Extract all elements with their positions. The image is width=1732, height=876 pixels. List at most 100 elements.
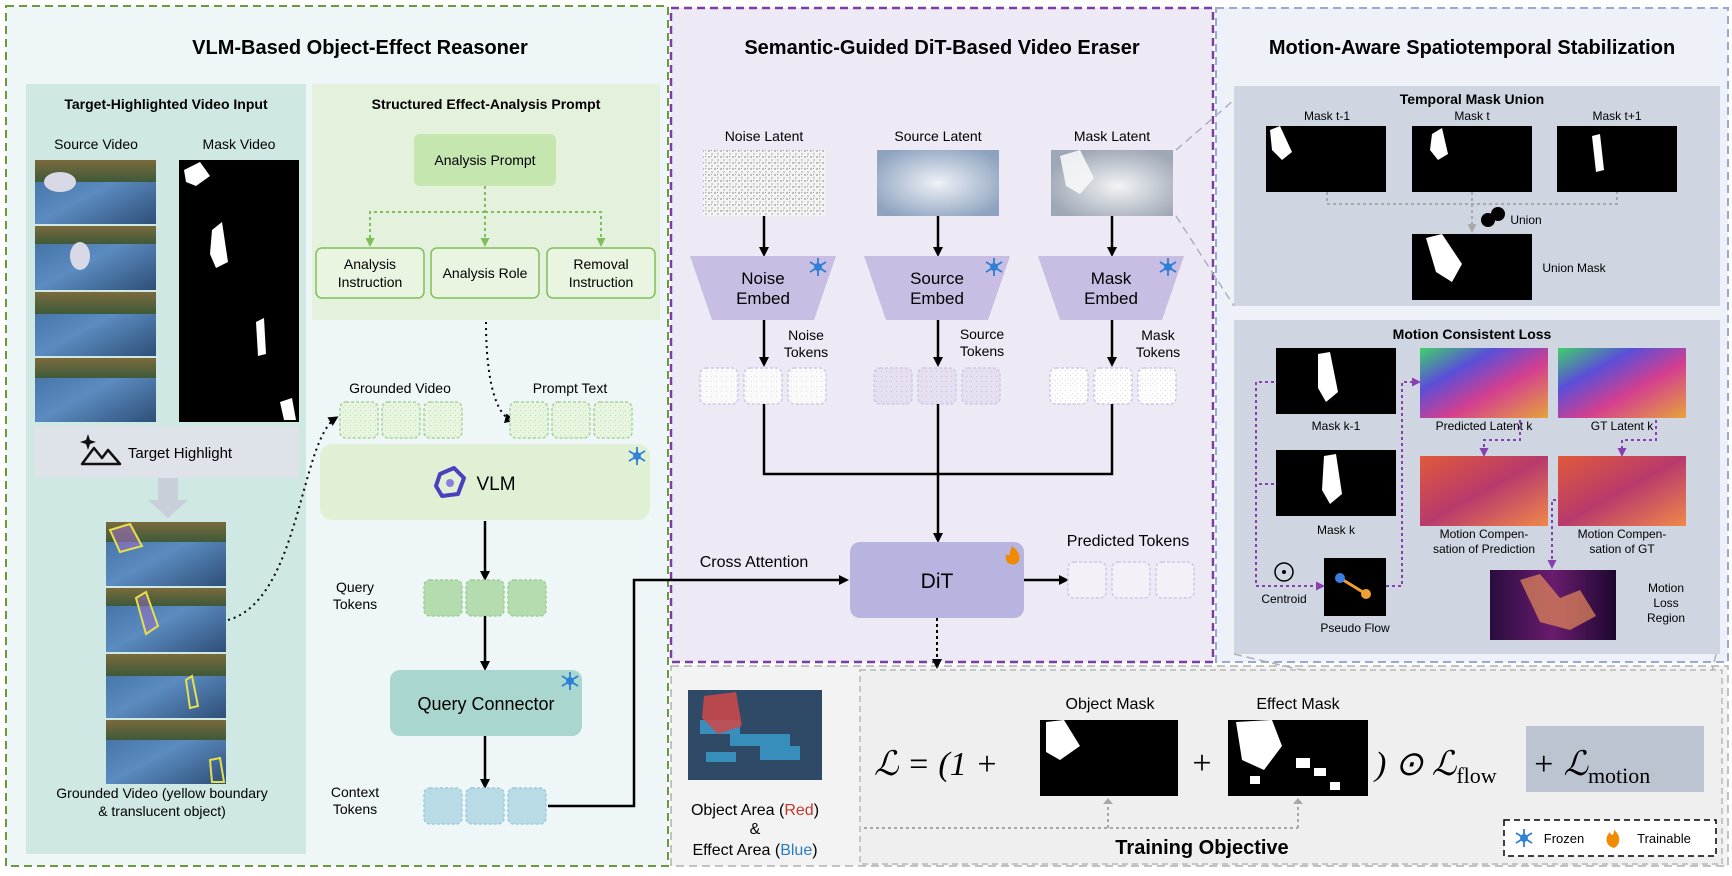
comp-to-region-arrow — [1547, 499, 1557, 569]
source-video-label: Source Video — [54, 136, 138, 152]
analysis-prompt-label: Analysis Prompt — [434, 152, 535, 168]
source-tokens-line1: Source — [960, 326, 1005, 342]
analysis-instruction-box — [315, 247, 425, 299]
grounded-caption-line1: Grounded Video (yellow boundary — [56, 785, 267, 801]
temporal-union-title: Temporal Mask Union — [1400, 91, 1544, 107]
area-to-mask-lines — [864, 800, 1299, 829]
prompt-tree-arrows — [365, 186, 606, 247]
target-highlight-bar — [35, 426, 299, 478]
mask-tokens-line2: Tokens — [1136, 344, 1180, 360]
union-label: Union — [1510, 213, 1541, 227]
gt-latent-label: GT Latent k — [1591, 419, 1654, 433]
object-mask-label: Object Mask — [1066, 696, 1156, 713]
noise-tokens-line2: Tokens — [784, 344, 828, 360]
fire-icon — [1005, 546, 1020, 565]
predicted-latent-image — [1420, 348, 1548, 418]
snowflake-icon — [985, 258, 1003, 276]
grounded-video-tokens-label: Grounded Video — [349, 380, 451, 396]
source-embed-line1: Source — [910, 269, 964, 288]
grounded-caption-line2: & translucent object) — [98, 803, 226, 819]
loss-motion-part: + ℒmotion — [1532, 746, 1650, 788]
query-tokens-line2: Tokens — [333, 596, 377, 612]
mask-to-centroid-lines — [1255, 381, 1322, 586]
predicted-latent-label: Predicted Latent k — [1436, 419, 1534, 433]
mask-km1-image — [1276, 348, 1396, 414]
legend-frozen-label: Frozen — [1544, 831, 1584, 846]
context-to-dit-arrow — [548, 575, 849, 808]
analysis-instruction-line2: Instruction — [338, 274, 403, 290]
right-panel-title: Motion-Aware Spatiotemporal Stabilizatio… — [1269, 37, 1675, 59]
mask-prev-label: Mask t-1 — [1304, 109, 1350, 123]
comp-gt-image — [1558, 456, 1686, 526]
target-highlight-label: Target Highlight — [128, 445, 233, 462]
query-tokens — [423, 579, 547, 617]
grounded-video-frames — [106, 522, 226, 784]
removal-instruction-box — [546, 247, 656, 299]
left-panel-title: VLM-Based Object-Effect Reasoner — [192, 37, 528, 59]
token-merge-lines — [762, 404, 1114, 543]
removal-instruction-line1: Removal — [573, 256, 628, 272]
ampersand-label: & — [750, 821, 761, 838]
mask-embed-line2: Embed — [1084, 289, 1138, 308]
mask-embed-shape — [1038, 256, 1184, 320]
mask-embed-line1: Mask — [1091, 269, 1132, 288]
effect-mask-shapes — [1236, 720, 1340, 790]
context-tokens — [423, 787, 547, 825]
source-embed-shape — [864, 256, 1010, 320]
prompt-text-tokens — [509, 401, 633, 439]
gt-latent-image — [1558, 348, 1686, 418]
mask-t-label: Mask t — [1454, 109, 1490, 123]
mask-latent-label: Mask Latent — [1074, 128, 1150, 144]
noise-embed-line2: Embed — [736, 289, 790, 308]
comp-pred-line1: Motion Compen- — [1440, 527, 1529, 541]
removal-instruction-line2: Instruction — [569, 274, 634, 290]
mask-next-label: Mask t+1 — [1592, 109, 1641, 123]
snowflake-icon — [809, 258, 827, 276]
embed-to-token-arrows — [759, 320, 1117, 367]
analysis-role-box — [430, 247, 540, 299]
centroid-label: Centroid — [1261, 592, 1306, 606]
union-icon — [1481, 207, 1505, 227]
source-video-frames — [35, 160, 156, 422]
vlm-logo-icon — [434, 466, 466, 498]
noise-latent-label: Noise Latent — [725, 128, 804, 144]
gt-latent-to-comp-arrow — [1617, 420, 1657, 457]
effect-area-label: Effect Area (Blue) — [692, 842, 817, 859]
callout-lines — [1175, 99, 1717, 725]
training-objective-label: Training Objective — [1115, 837, 1288, 859]
query-connector-label: Query Connector — [417, 694, 554, 714]
mask-tokens — [1049, 367, 1177, 405]
predicted-tokens — [1067, 561, 1195, 599]
noise-tokens — [699, 367, 827, 405]
analysis-role-label: Analysis Role — [443, 265, 528, 281]
plus-sign: + — [1192, 745, 1211, 782]
snowflake-icon — [561, 672, 579, 690]
analysis-prompt-box — [414, 134, 556, 186]
predicted-tokens-label: Predicted Tokens — [1067, 533, 1189, 550]
context-tokens-line1: Context — [331, 784, 379, 800]
mask-km1-label: Mask k-1 — [1312, 419, 1361, 433]
dit-label: DiT — [921, 570, 954, 593]
prompt-text-tokens-label: Prompt Text — [533, 380, 608, 396]
temporal-union-lines — [1326, 192, 1618, 230]
mask-tokens-line1: Mask — [1141, 327, 1175, 343]
mask-video-frames — [179, 160, 299, 422]
motion-loss-title: Motion Consistent Loss — [1393, 326, 1552, 342]
loss-prefix: ℒ = (1 + — [874, 746, 998, 783]
latent-to-embed-arrows — [759, 216, 1117, 257]
comp-pred-line2: sation of Prediction — [1433, 542, 1535, 556]
pseudo-flow-label: Pseudo Flow — [1320, 621, 1390, 635]
sparkle-mountain-icon — [80, 434, 122, 466]
prompt-subpanel-title: Structured Effect-Analysis Prompt — [372, 96, 601, 112]
analysis-instruction-line1: Analysis — [344, 256, 396, 272]
union-mask-label: Union Mask — [1542, 261, 1606, 275]
mask-video-label: Mask Video — [203, 136, 276, 152]
noise-latent-image — [703, 150, 825, 216]
object-area-label: Object Area (Red) — [691, 802, 819, 819]
loss-flow-part: ) ⊙ ℒflow — [1373, 746, 1497, 788]
context-tokens-line2: Tokens — [333, 801, 377, 817]
down-block-arrow — [148, 478, 188, 518]
object-area-overlay — [702, 692, 742, 734]
mask-prev-image — [1266, 126, 1386, 192]
